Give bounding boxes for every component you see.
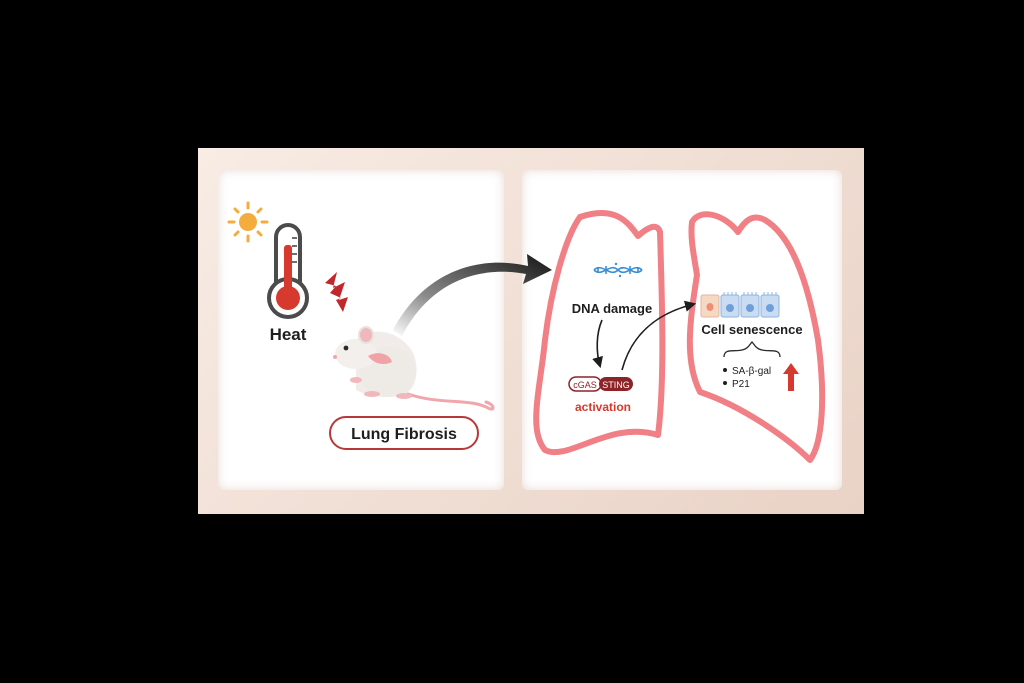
dna-damage-label: DNA damage <box>572 301 652 316</box>
cell-row-icon <box>700 292 780 318</box>
left-lung-outline <box>533 209 666 456</box>
marker-sa-beta-gal: SA-β-gal <box>732 366 771 377</box>
curved-arrow <box>393 254 552 336</box>
arrow-to-cgas <box>592 319 603 369</box>
marker-bullet <box>723 381 727 385</box>
dna-icon <box>593 266 643 274</box>
increase-arrow-icon <box>783 363 799 391</box>
sun-icon <box>227 201 269 243</box>
arrow-to-senescence <box>621 300 697 371</box>
cgas-label: cGAS <box>573 380 597 390</box>
marker-p21: P21 <box>732 379 750 390</box>
lung-fibrosis-badge <box>329 416 479 450</box>
cgas-sting-pill <box>568 376 633 392</box>
thermometer-icon <box>267 223 309 319</box>
marker-bullet <box>723 368 727 372</box>
brace <box>723 341 781 358</box>
heat-label: Heat <box>270 325 307 344</box>
lung-fibrosis-label: Lung Fibrosis <box>351 426 457 443</box>
right-lung-outline <box>686 211 826 463</box>
activation-label: activation <box>575 400 631 414</box>
lightning-bolt-icon <box>325 272 348 312</box>
mouse-illustration <box>333 326 495 411</box>
sting-label: STING <box>602 380 630 390</box>
cell-senescence-label: Cell senescence <box>701 322 802 337</box>
